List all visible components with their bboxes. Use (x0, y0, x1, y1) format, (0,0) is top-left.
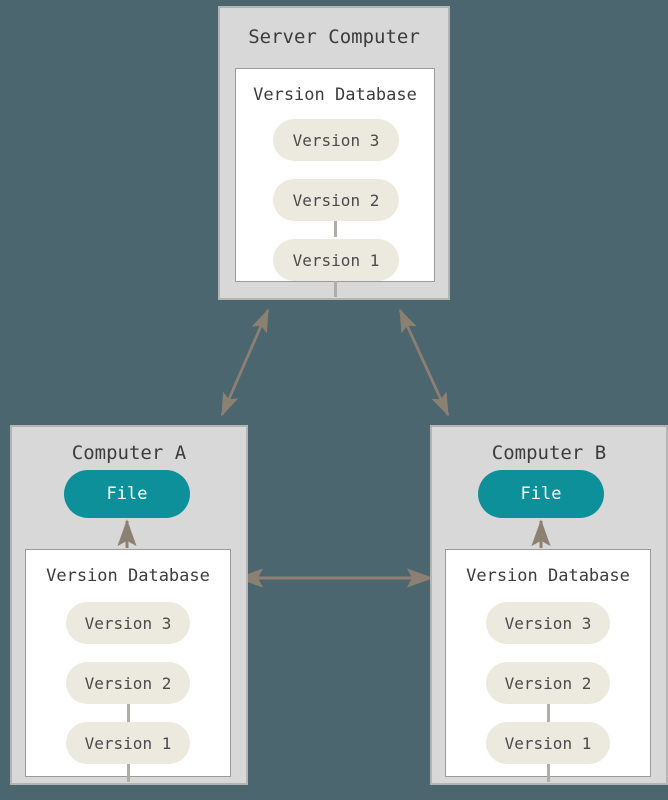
computer-a-file-label: File (106, 484, 148, 504)
computer-b-box[interactable]: Computer B Version Database Version 3 Ve… (430, 425, 668, 785)
computer-a-version-link-2-1 (127, 764, 130, 782)
computer-a-version-label-2: Version 2 (84, 673, 172, 693)
arrow-server-to-computer-a (220, 308, 270, 417)
computer-a-version-label-1: Version 1 (84, 733, 172, 753)
computer-b-version-database-box[interactable]: Version Database Version 3 Version 2 Ver… (445, 549, 651, 782)
computer-b-version-link-2-1 (547, 764, 550, 782)
computer-a-file-pill[interactable]: File (64, 470, 190, 518)
computer-a-version-label-3: Version 3 (84, 613, 172, 633)
server-version-pill-2[interactable]: Version 2 (273, 179, 399, 221)
computer-b-title: Computer B (491, 442, 607, 464)
computer-a-version-pill-3[interactable]: Version 3 (66, 602, 190, 644)
computer-a-version-database-title: Version Database (46, 566, 210, 586)
computer-a-version-database-box[interactable]: Version Database Version 3 Version 2 Ver… (25, 549, 231, 782)
server-version-pill-1[interactable]: Version 1 (273, 239, 399, 281)
server-version-label-2: Version 2 (292, 190, 380, 210)
computer-a-title: Computer A (71, 442, 187, 464)
server-version-label-3: Version 3 (292, 130, 380, 150)
computer-b-version-pill-3[interactable]: Version 3 (486, 602, 610, 644)
computer-b-version-database-title: Version Database (466, 566, 630, 586)
server-version-pill-3[interactable]: Version 3 (273, 119, 399, 161)
server-version-link-2-1 (334, 281, 337, 297)
computer-a-version-link-3-2 (127, 704, 130, 722)
computer-b-file-label: File (520, 484, 562, 504)
computer-b-version-label-1: Version 1 (504, 733, 592, 753)
computer-a-version-pill-2[interactable]: Version 2 (66, 662, 190, 704)
server-version-label-1: Version 1 (292, 250, 380, 270)
computer-b-version-pill-1[interactable]: Version 1 (486, 722, 610, 764)
server-computer-title: Server Computer (248, 26, 420, 48)
server-version-link-3-2 (334, 221, 337, 237)
computer-a-box[interactable]: Computer A Version Database Version 3 Ve… (10, 425, 248, 785)
computer-b-version-label-3: Version 3 (504, 613, 592, 633)
computer-a-version-pill-1[interactable]: Version 1 (66, 722, 190, 764)
computer-b-version-pill-2[interactable]: Version 2 (486, 662, 610, 704)
server-computer-box[interactable]: Server Computer Version Database Version… (218, 6, 450, 300)
computer-b-file-pill[interactable]: File (478, 470, 604, 518)
computer-b-version-link-3-2 (547, 704, 550, 722)
computer-b-version-label-2: Version 2 (504, 673, 592, 693)
arrow-server-to-computer-b (398, 308, 450, 417)
server-version-database-title: Version Database (253, 85, 417, 105)
server-version-database-box[interactable]: Version Database Version 3 Version 2 Ver… (235, 68, 435, 297)
